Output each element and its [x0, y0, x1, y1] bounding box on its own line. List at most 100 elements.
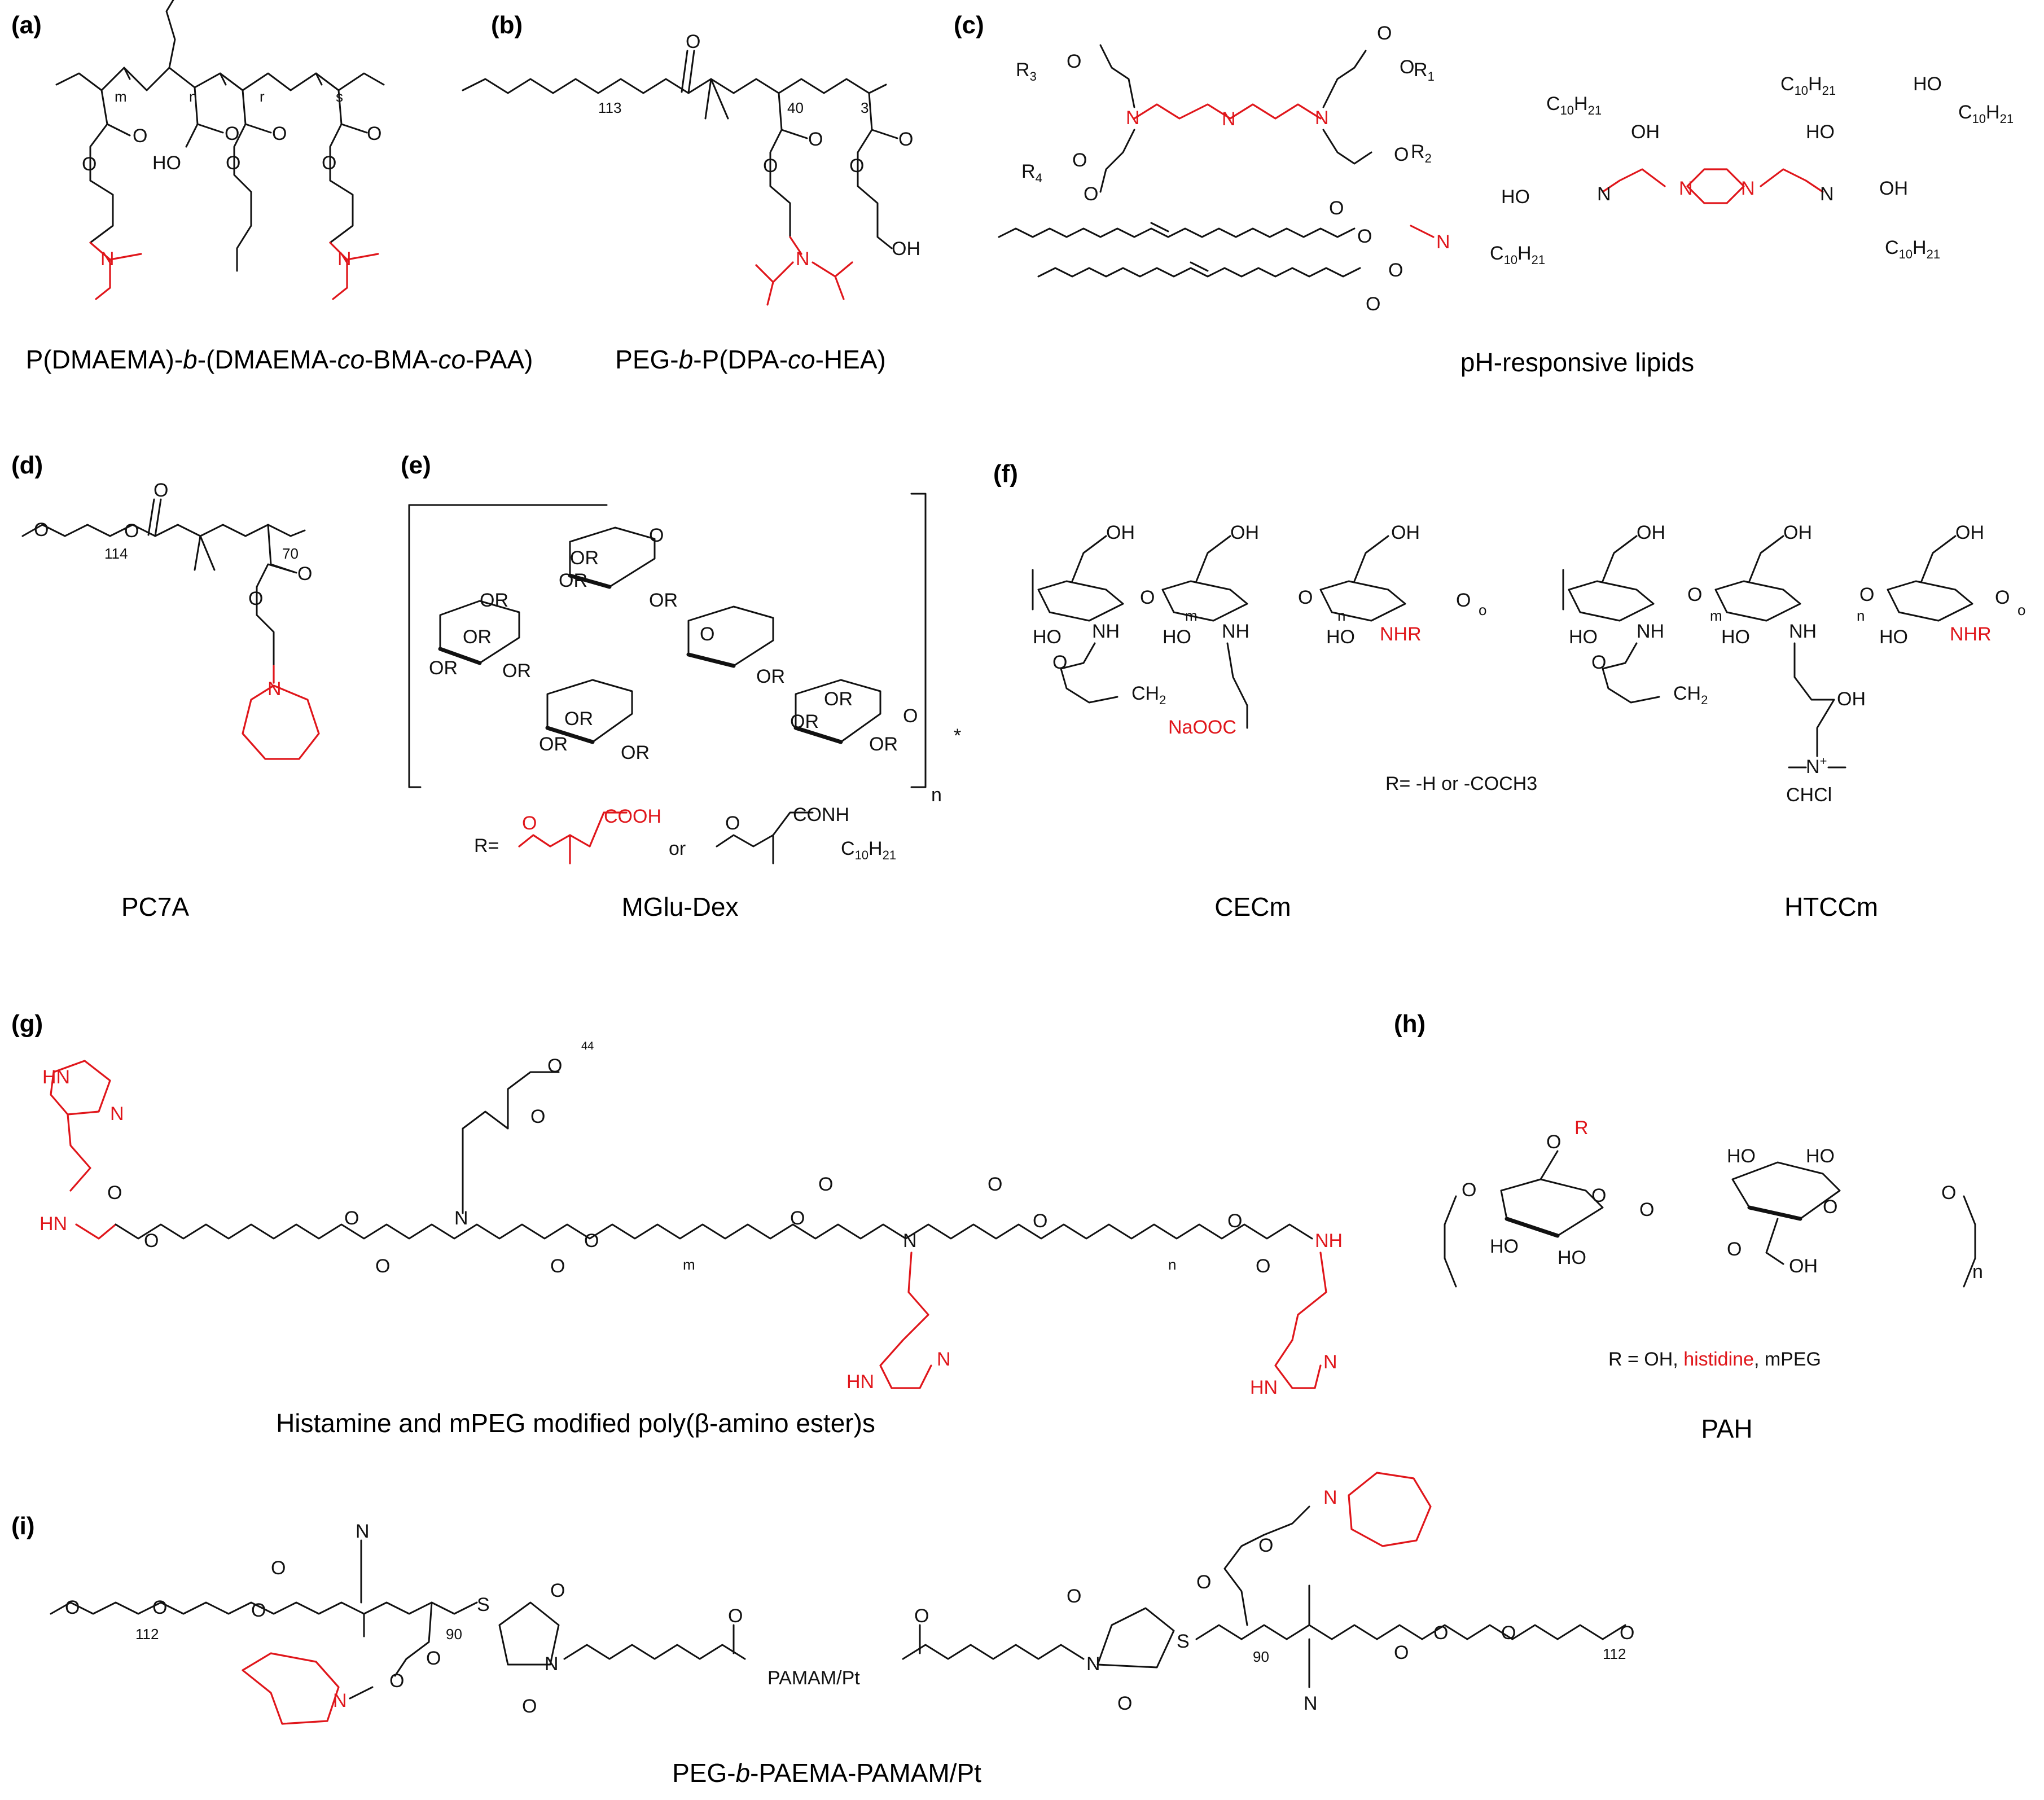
- svg-text:N: N: [796, 248, 810, 270]
- svg-text:O: O: [1072, 150, 1087, 171]
- svg-text:N: N: [333, 1690, 347, 1711]
- svg-text:OH: OH: [1789, 1255, 1818, 1277]
- caption-b: PEG-b-P(DPA-co-HEA): [615, 345, 886, 374]
- svg-text:HO: HO: [1806, 1145, 1835, 1167]
- caption-e: MGlu-Dex: [621, 892, 739, 921]
- svg-text:N+: N+: [1806, 754, 1827, 778]
- svg-text:O: O: [550, 1580, 565, 1601]
- svg-text:HO: HO: [1569, 626, 1598, 648]
- svg-text:O: O: [1727, 1239, 1742, 1260]
- svg-text:N: N: [1315, 107, 1329, 129]
- structure-f-cecm-htccm: OH HO NH O CH2 O OH HO NH NaOOC O OH HO …: [1032, 522, 2025, 806]
- repeat-n-h: n: [1972, 1261, 1983, 1283]
- svg-text:C10H21: C10H21: [1780, 73, 1836, 98]
- svg-text:N: N: [1323, 1351, 1337, 1373]
- svg-text:O: O: [271, 1557, 286, 1579]
- structure-i-peg-paema-pamam: O O O O 112 N 90 O O S O N O O PAMAM/Pt …: [50, 1472, 1634, 1725]
- svg-text:OH: OH: [892, 238, 920, 260]
- svg-text:O: O: [898, 129, 913, 150]
- svg-text:O: O: [344, 1208, 359, 1229]
- svg-text:O: O: [522, 1696, 537, 1717]
- panel-label-g: (g): [11, 1010, 43, 1038]
- chcl-label: CHCl: [1786, 784, 1832, 806]
- panel-label-c: (c): [954, 11, 984, 39]
- svg-text:O: O: [818, 1174, 833, 1195]
- svg-text:N: N: [110, 1103, 124, 1125]
- svg-text:O: O: [1033, 1210, 1047, 1232]
- svg-text:O: O: [1366, 293, 1380, 315]
- svg-text:N: N: [100, 248, 115, 270]
- svg-text:HO: HO: [1501, 186, 1530, 208]
- svg-text:O: O: [226, 152, 240, 174]
- svg-text:O: O: [1377, 23, 1392, 44]
- panel-label-e: (e): [401, 451, 431, 479]
- svg-text:OH: OH: [1879, 178, 1908, 199]
- caption-a: P(DMAEMA)-b-(DMAEMA-co-BMA-co-PAA): [25, 345, 533, 374]
- svg-text:HO: HO: [1490, 1236, 1519, 1257]
- sub-112-left: 112: [135, 1626, 159, 1643]
- svg-text:O: O: [133, 125, 147, 147]
- svg-text:HO: HO: [1806, 121, 1835, 143]
- ch2-label: CH2: [1131, 683, 1166, 707]
- svg-text:OR: OR: [621, 742, 650, 763]
- cooh-label: COOH: [604, 806, 661, 827]
- sub-o: o: [1479, 602, 1486, 618]
- structure-a-dmaema-bma-paa: O O N O HO O O O O N m n r s: [55, 0, 385, 300]
- svg-text:O: O: [1591, 1185, 1606, 1206]
- svg-text:O: O: [1067, 1586, 1081, 1607]
- svg-text:*: *: [954, 725, 961, 747]
- svg-text:HO: HO: [152, 152, 181, 174]
- svg-text:O: O: [1433, 1622, 1448, 1644]
- svg-text:O: O: [124, 520, 139, 542]
- c10h21-label: C10H21: [1546, 93, 1602, 117]
- svg-text:O: O: [1546, 1131, 1561, 1153]
- sub-s: s: [336, 88, 343, 105]
- svg-text:O: O: [686, 31, 700, 52]
- svg-text:O: O: [1859, 584, 1874, 605]
- svg-text:HN: HN: [40, 1213, 67, 1235]
- svg-text:O: O: [1117, 1693, 1132, 1714]
- svg-text:O: O: [272, 123, 287, 144]
- svg-text:O: O: [251, 1600, 266, 1621]
- svg-text:O: O: [107, 1182, 122, 1204]
- svg-text:NHR: NHR: [1950, 624, 1992, 645]
- svg-text:OH: OH: [1391, 522, 1420, 543]
- svg-text:O: O: [1388, 260, 1403, 281]
- svg-text:N: N: [545, 1653, 559, 1675]
- svg-text:HO: HO: [1033, 626, 1062, 648]
- svg-text:N: N: [1597, 183, 1611, 205]
- svg-text:O: O: [1052, 652, 1067, 673]
- svg-text:N: N: [1679, 178, 1693, 199]
- svg-text:HN: HN: [42, 1066, 70, 1088]
- sub-n: n: [189, 88, 197, 105]
- svg-text:O: O: [1329, 197, 1344, 219]
- svg-text:NH: NH: [1315, 1230, 1343, 1252]
- svg-text:OR: OR: [824, 688, 853, 710]
- svg-text:HO: HO: [1913, 73, 1942, 95]
- r-def-f: R= -H or -COCH3: [1385, 773, 1537, 794]
- svg-text:OR: OR: [869, 734, 898, 755]
- svg-text:HO: HO: [1879, 626, 1908, 648]
- svg-text:O: O: [522, 813, 537, 834]
- svg-text:OR: OR: [559, 570, 587, 591]
- r4-label: R4: [1021, 161, 1042, 185]
- svg-text:R1: R1: [1414, 59, 1435, 84]
- svg-text:N: N: [267, 678, 282, 700]
- svg-text:O: O: [914, 1605, 929, 1627]
- svg-text:OH: OH: [1837, 688, 1866, 710]
- svg-text:O: O: [1501, 1622, 1516, 1644]
- svg-text:O: O: [1258, 1535, 1273, 1556]
- caption-c: pH-responsive lipids: [1460, 348, 1695, 377]
- repeat-n: n: [931, 784, 942, 806]
- svg-text:O: O: [248, 588, 263, 609]
- svg-text:O: O: [1995, 587, 2010, 608]
- svg-text:N: N: [454, 1208, 468, 1229]
- structure-d-pc7a: O O O 114 70 O O N: [21, 480, 320, 760]
- svg-text:HO: HO: [1163, 626, 1191, 648]
- svg-text:O: O: [389, 1670, 404, 1692]
- svg-text:O: O: [297, 563, 312, 585]
- svg-text:O: O: [790, 1208, 805, 1229]
- svg-text:O: O: [426, 1648, 441, 1669]
- r-def-label: R=: [474, 835, 499, 857]
- svg-text:OH: OH: [1230, 522, 1259, 543]
